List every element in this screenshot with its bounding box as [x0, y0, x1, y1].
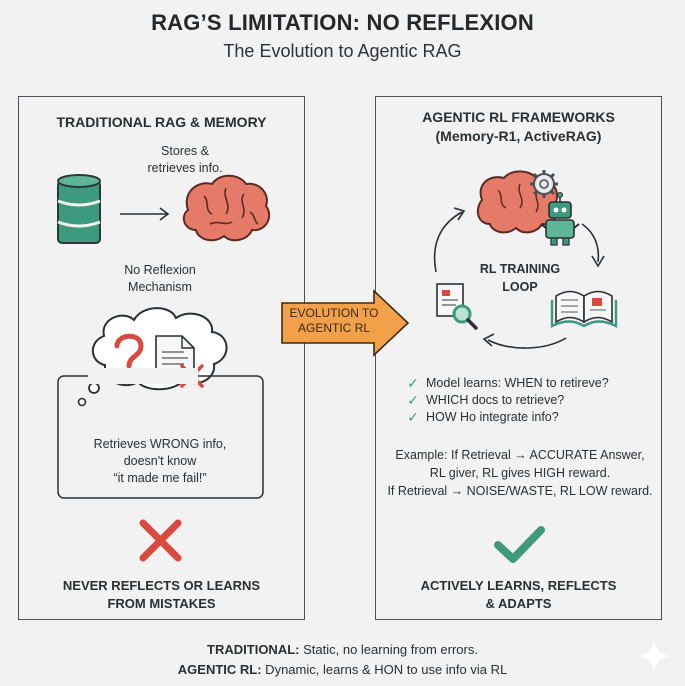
evolution-arrow: [281, 289, 410, 357]
page-subtitle: The Evolution to Agentic RAG: [223, 41, 462, 61]
never-line-1: NEVER REFLECTS OR LEARNS: [62, 578, 261, 593]
x-mark-icon: [139, 519, 182, 562]
stores-retrieves-label: Stores & retrieves info.: [130, 143, 240, 177]
no-reflexion-label: No Reflexion Mechanism: [95, 262, 225, 296]
never-line-2: FROM MISTAKES: [107, 596, 216, 611]
check-icon: ✓: [407, 392, 419, 408]
checklist-item: ✓ Model learns: WHEN to retireve?: [406, 375, 656, 392]
example-line-3: If Retrieval → NOISE/WASTE, RL LOW rewar…: [387, 484, 653, 498]
learning-checklist: ✓ Model learns: WHEN to retireve? ✓ WHIC…: [406, 375, 656, 426]
footer-agentic-text: Dynamic, learns & HON to use info via RL: [261, 662, 508, 677]
footer-traditional-label: TRADITIONAL:: [207, 642, 300, 657]
retrieves-line-2: doesn't know: [123, 454, 197, 468]
evolution-line-2: AGENTIC RL: [297, 321, 370, 335]
sparkle-icon: [638, 640, 670, 672]
checklist-text: HOW Ho integrate info?: [426, 410, 559, 424]
agentic-heading-line-2: (Memory-R1, ActiveRAG): [435, 128, 602, 144]
evolution-line-1: EVOLUTION TO: [289, 306, 379, 320]
actively-learns-label: ACTIVELY LEARNS, REFLECTS & ADAPTS: [375, 577, 662, 613]
stores-line-2: retrieves info.: [147, 161, 223, 175]
rl-loop-arrows: [433, 207, 605, 349]
footer-traditional-text: Static, no learning from errors.: [299, 642, 478, 657]
checklist-item: ✓ HOW Ho integrate info?: [406, 409, 656, 426]
page-title: RAG’S LIMITATION: NO REFLEXION: [151, 10, 534, 35]
retrieves-wrong-label: Retrieves WRONG info, doesn't know “it m…: [60, 436, 260, 487]
agentic-rl-heading: AGENTIC RL FRAMEWORKS (Memory-R1, Active…: [375, 108, 662, 146]
footer-agentic-label: AGENTIC RL:: [177, 662, 262, 677]
reward-example: Example: If Retrieval → ACCURATE Answer,…: [385, 446, 655, 500]
database-to-brain-arrow: [120, 207, 170, 221]
retrieves-line-3: “it made me fail!”: [113, 471, 207, 485]
book-icon: [550, 290, 618, 328]
checklist-text: Model learns: WHEN to retireve?: [426, 376, 609, 390]
robot-icon: [540, 192, 580, 246]
footer-traditional: TRADITIONAL: Static, no learning from er…: [0, 640, 685, 660]
check-icon: ✓: [407, 409, 419, 425]
never-reflects-label: NEVER REFLECTS OR LEARNS FROM MISTAKES: [18, 577, 305, 613]
footer-agentic: AGENTIC RL: Dynamic, learns & HON to use…: [0, 660, 685, 680]
agentic-heading-line-1: AGENTIC RL FRAMEWORKS: [422, 109, 615, 125]
magnifier-document-icon: [436, 283, 478, 330]
active-line-1: ACTIVELY LEARNS, REFLECTS: [420, 578, 617, 593]
retrieves-line-1: Retrieves WRONG info,: [93, 437, 227, 451]
loop-line-1: RL TRAINING: [479, 262, 561, 276]
example-line-2: RL giver, RL gives HIGH reward.: [429, 466, 611, 480]
check-mark-icon: [494, 526, 545, 563]
check-icon: ✓: [407, 375, 419, 391]
brain-icon: [182, 174, 271, 242]
database-icon: [57, 174, 101, 244]
gear-icon: [530, 170, 558, 198]
footer-summary: TRADITIONAL: Static, no learning from er…: [0, 640, 685, 680]
no-reflexion-line-1: No Reflexion: [124, 263, 196, 277]
traditional-rag-heading: TRADITIONAL RAG & MEMORY: [56, 114, 267, 130]
thought-cloud-icon: [77, 307, 228, 407]
loop-line-2: LOOP: [502, 280, 538, 294]
checklist-text: WHICH docs to retrieve?: [426, 393, 565, 407]
checklist-item: ✓ WHICH docs to retrieve?: [406, 392, 656, 409]
evolution-arrow-label: EVOLUTION TO AGENTIC RL: [284, 306, 384, 336]
stores-line-1: Stores &: [161, 144, 209, 158]
no-reflexion-line-2: Mechanism: [128, 280, 192, 294]
rl-training-loop-label: RL TRAINING LOOP: [460, 260, 580, 296]
active-line-2: & ADAPTS: [485, 596, 552, 611]
example-line-1: Example: If Retrieval → ACCURATE Answer,: [395, 448, 645, 462]
